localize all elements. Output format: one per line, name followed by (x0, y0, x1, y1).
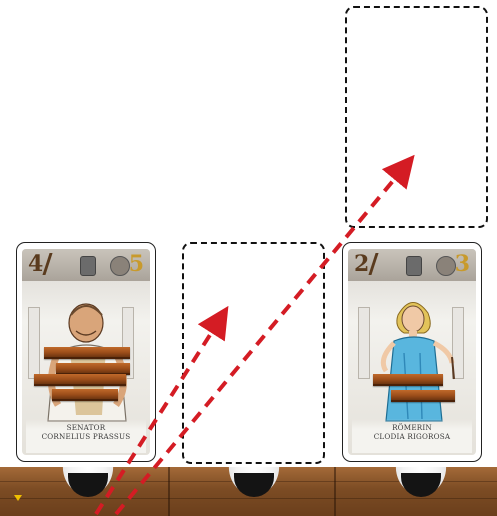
move-arrow-to-middle-slot (96, 316, 222, 514)
move-arrow-to-top-right-slot (116, 164, 407, 514)
